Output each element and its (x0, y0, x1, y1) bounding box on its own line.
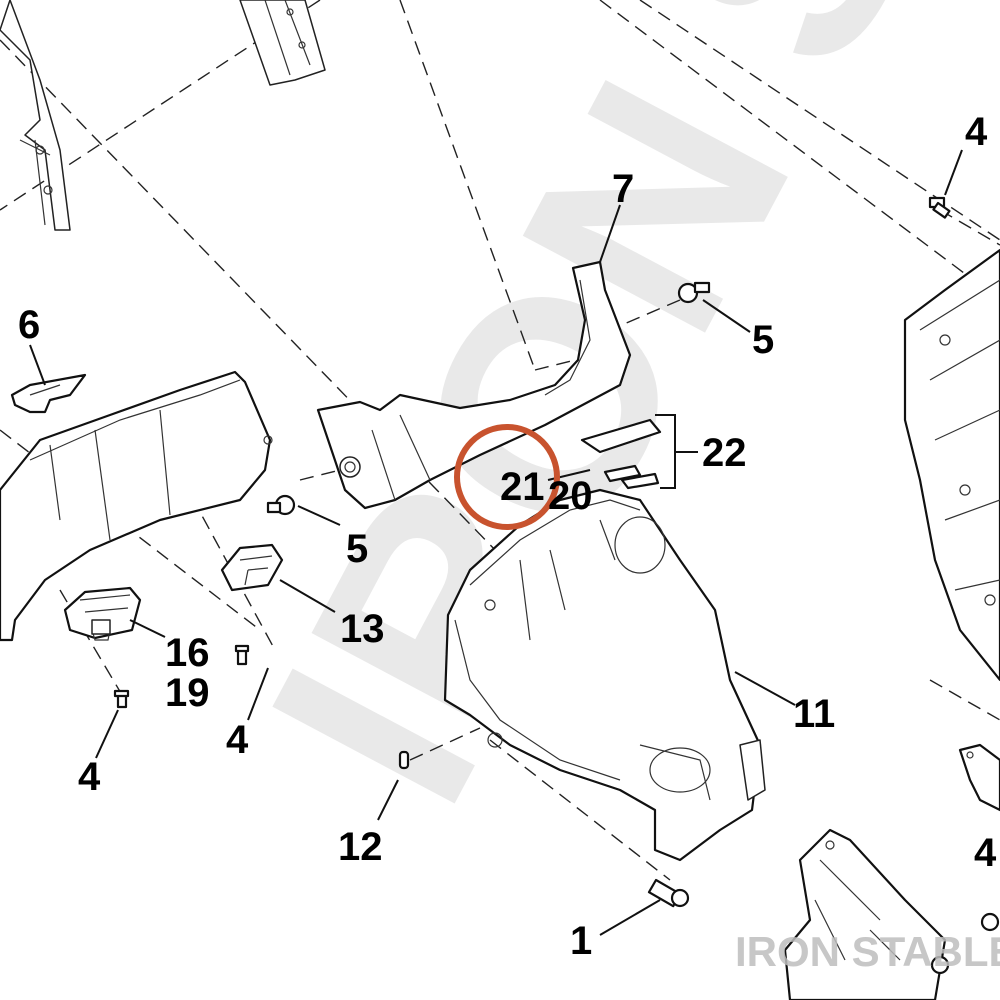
callout-19: 19 (165, 671, 210, 715)
bolt-5-left (266, 494, 296, 516)
upper-left-bracket (0, 0, 71, 231)
callout-5-left: 5 (346, 527, 368, 571)
fasteners (113, 196, 1000, 975)
part-11-headlamp-housing (443, 488, 766, 862)
callout-11: 11 (793, 692, 835, 736)
callout-4-center: 4 (226, 718, 249, 762)
callout-20: 20 (548, 474, 593, 518)
callout-21: 21 (500, 465, 545, 509)
callout-4-top-right: 4 (965, 110, 988, 154)
callout-1: 1 (570, 919, 592, 963)
callout-7: 7 (612, 167, 634, 211)
callout-22: 22 (702, 431, 747, 475)
part-22-pads (580, 414, 698, 490)
callout-16: 16 (165, 631, 210, 675)
screw-4-left (113, 689, 130, 709)
bolt-5-right (677, 281, 711, 304)
callout-5-right: 5 (752, 318, 774, 362)
callout-6: 6 (18, 303, 40, 347)
screw-4-top-right (928, 196, 951, 219)
callout-4-bottom-right: 4 (974, 831, 997, 875)
highlight-circle (454, 424, 560, 530)
right-frame-assembly (903, 248, 1000, 682)
callout-13: 13 (340, 607, 385, 651)
part-13-clip (220, 543, 284, 592)
callout-12: 12 (338, 825, 383, 869)
pin-12 (398, 750, 410, 770)
upper-center-bracket (239, 0, 326, 86)
watermark-logo: IRON STABLE (735, 928, 1000, 975)
callout-4-left: 4 (78, 755, 101, 799)
callout-labels: 7 5 4 6 22 21 20 5 13 16 19 4 4 11 12 1 … (18, 110, 997, 963)
leader-lines (29, 149, 963, 936)
bolt-1 (647, 878, 690, 908)
left-fairing-panel (0, 370, 273, 642)
part-16-switch-module (63, 586, 142, 641)
screw-4-bottom-right (930, 912, 1000, 975)
screw-4-center (234, 644, 250, 666)
part-6-bracket (10, 373, 87, 414)
lower-right-small-bracket (958, 743, 1000, 812)
